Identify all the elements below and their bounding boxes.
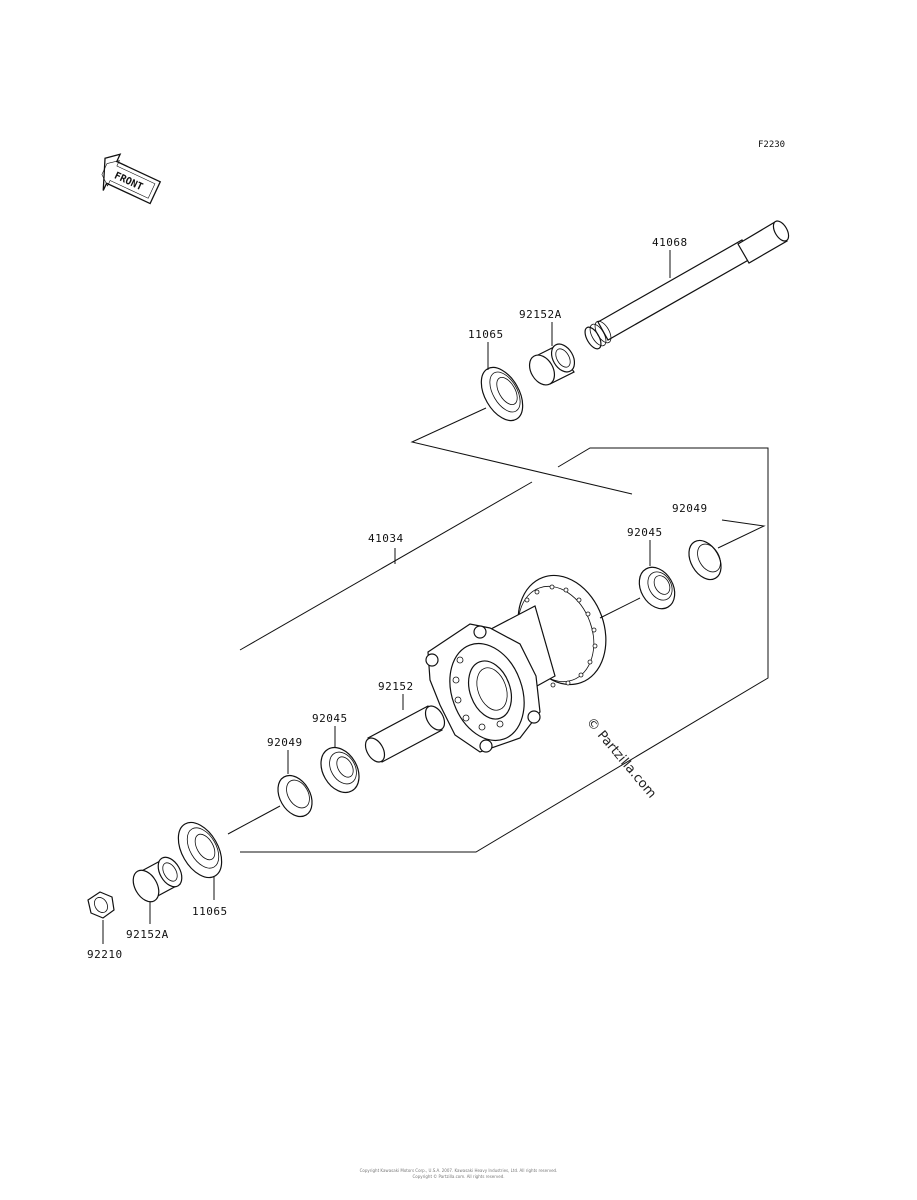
bearing-left-part xyxy=(320,746,360,794)
footer-copyright-1: Copyright Kawasaki Motors Corp., U.S.A. … xyxy=(359,1168,558,1173)
axle-part xyxy=(584,220,790,350)
bearing-left-callout: 92045 xyxy=(312,712,348,725)
spacer-callout: 92152 xyxy=(378,680,414,693)
collar-bottom-part xyxy=(132,856,183,903)
spacer-part xyxy=(364,705,446,763)
hub-callout: 41034 xyxy=(368,532,404,545)
front-arrow-icon: FRONT xyxy=(101,153,162,205)
seal-top-callout: 11065 xyxy=(468,328,504,341)
seal-left-axis xyxy=(227,805,281,835)
bearing-right-part xyxy=(638,566,676,610)
seal-right-callout: 92049 xyxy=(672,502,708,515)
collar-bottom-callout: 92152A xyxy=(126,928,169,941)
bearing-right-callout: 92045 xyxy=(627,526,663,539)
seal-top-part xyxy=(480,366,524,422)
partzilla-watermark: © Partzilla.com xyxy=(583,715,659,801)
collar-top-callout: 92152A xyxy=(519,308,562,321)
seal-bottom-callout: 11065 xyxy=(192,905,228,918)
collar-top-part xyxy=(528,343,576,386)
seal-right-leader xyxy=(717,519,766,549)
nut-callout: 92210 xyxy=(87,948,123,961)
axle-callout: 41068 xyxy=(652,236,688,249)
seal-left-part xyxy=(277,774,313,818)
assembly-frame-line xyxy=(240,447,769,853)
bearing-right-axis xyxy=(599,597,641,619)
assembly-line-upper xyxy=(410,407,633,495)
nut-part xyxy=(87,891,115,919)
hub-part xyxy=(425,574,607,753)
seal-right-part xyxy=(688,539,722,581)
hub-reference-line xyxy=(239,481,533,651)
figure-code: F2230 xyxy=(758,140,785,150)
footer-copyright-2: Copyright © Partzilla.com. All rights re… xyxy=(412,1174,505,1179)
seal-bottom-part xyxy=(177,821,223,879)
seal-left-callout: 92049 xyxy=(267,736,303,749)
